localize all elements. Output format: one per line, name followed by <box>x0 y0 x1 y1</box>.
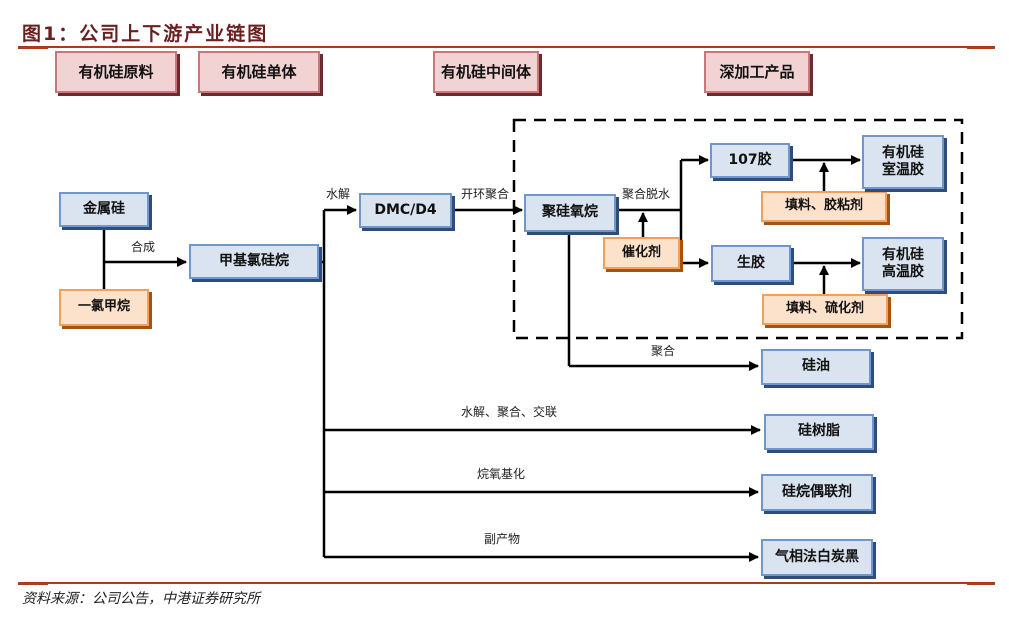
node-htv-silicone: 有机硅 高温胶 <box>862 237 944 291</box>
category-intermediate: 有机硅中间体 <box>433 51 539 93</box>
node-filler-adhesive: 填料、胶粘剂 <box>761 191 887 222</box>
title-rule-accent-left <box>18 46 48 49</box>
source-rule-accent-right <box>967 582 995 585</box>
label-byproduct: 副产物 <box>484 532 521 546</box>
label-synthesis: 合成 <box>131 240 156 254</box>
node-fumed-silica: 气相法白炭黑 <box>761 539 873 576</box>
node-silane-coupling: 硅烷偶联剂 <box>761 474 873 511</box>
figure-title: 图1：公司上下游产业链图 <box>22 23 269 45</box>
source-rule <box>22 582 990 584</box>
label-polycondensation: 聚合脱水 <box>622 187 671 201</box>
node-rtv-silicone: 有机硅 室温胶 <box>862 135 944 189</box>
node-dmc-d4: DMC/D4 <box>359 193 452 228</box>
node-rtv-line2: 室温胶 <box>882 162 924 178</box>
node-htv-line2: 高温胶 <box>882 264 924 280</box>
node-polysiloxane: 聚硅氧烷 <box>524 194 616 232</box>
node-htv-line1: 有机硅 <box>882 246 924 263</box>
title-rule-accent-right <box>967 46 995 49</box>
node-silicone-resin: 硅树脂 <box>764 414 874 450</box>
node-methyl-chloride: 一氯甲烷 <box>59 289 149 326</box>
label-hydrolysis: 水解 <box>326 187 351 201</box>
category-monomer: 有机硅单体 <box>198 51 320 93</box>
label-polymerization: 聚合 <box>651 344 676 358</box>
label-ring-opening: 开环聚合 <box>461 187 510 201</box>
category-downstream: 深加工产品 <box>704 51 810 93</box>
node-metal-silicon: 金属硅 <box>59 192 149 227</box>
node-filler-vulcanizer: 填料、硫化剂 <box>762 294 888 325</box>
label-hydrolysis-poly-crosslink: 水解、聚合、交联 <box>461 405 558 419</box>
node-methylchlorosilane: 甲基氯硅烷 <box>189 244 319 279</box>
source-rule-accent-left <box>18 582 48 585</box>
node-silicone-oil: 硅油 <box>761 349 871 385</box>
label-alkoxylation: 烷氧基化 <box>477 467 526 481</box>
intermediate-dashed-box <box>512 118 964 340</box>
category-raw-material: 有机硅原料 <box>55 51 177 93</box>
node-107-glue: 107胶 <box>710 143 790 178</box>
node-catalyst: 催化剂 <box>603 237 680 269</box>
source-note: 资料来源：公司公告，中港证券研究所 <box>22 591 260 607</box>
node-rtv-line1: 有机硅 <box>882 144 924 161</box>
title-rule <box>22 46 990 48</box>
node-raw-rubber: 生胶 <box>711 245 791 282</box>
